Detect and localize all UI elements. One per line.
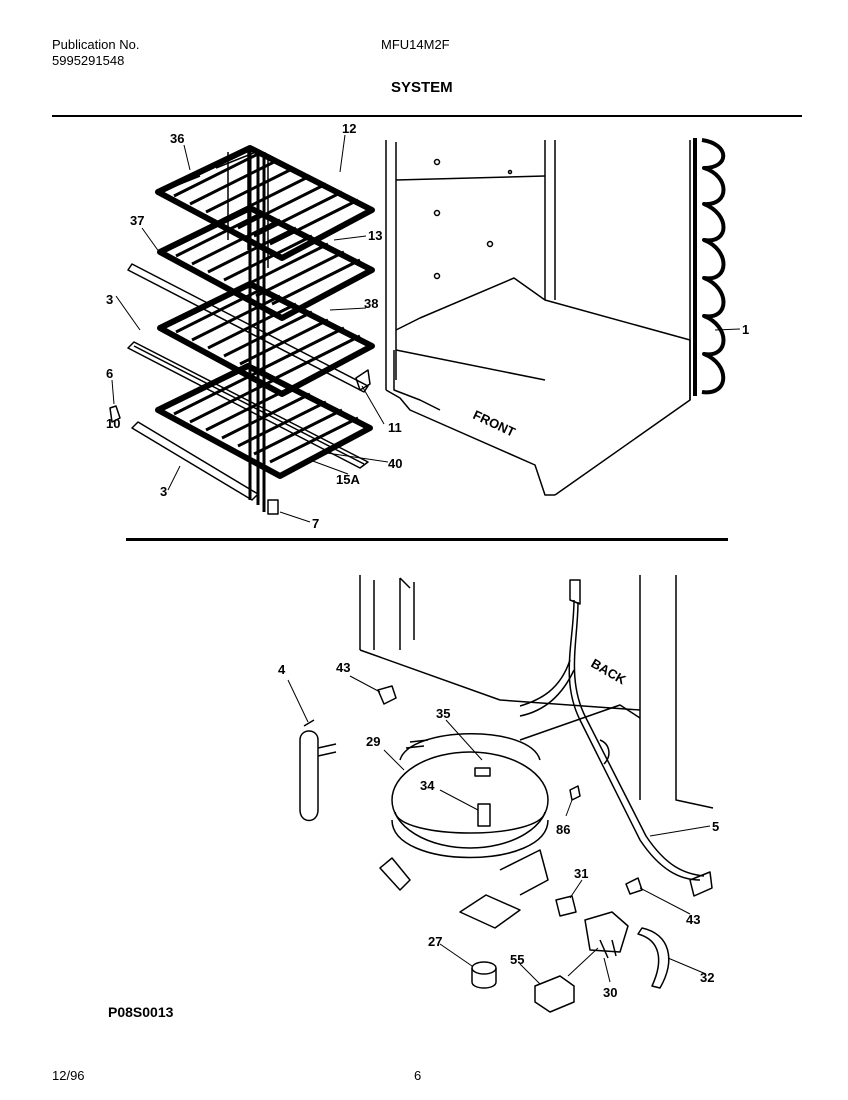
- callout-27: 27: [428, 934, 442, 949]
- callout-55: 55: [510, 952, 524, 967]
- callout-32: 32: [700, 970, 714, 985]
- callout-15a: 15A: [336, 472, 360, 487]
- callout-7: 7: [312, 516, 319, 531]
- evaporator-shelf-37: [157, 205, 375, 321]
- callout-35: 35: [436, 706, 450, 721]
- callout-5: 5: [712, 819, 719, 834]
- callout-40: 40: [388, 456, 402, 471]
- callout-13: 13: [368, 228, 382, 243]
- callout-10: 10: [106, 416, 120, 431]
- callout-1: 1: [742, 322, 749, 337]
- clip-11: [355, 369, 371, 391]
- diagram-code: P08S0013: [108, 1004, 174, 1020]
- clamp-32: [637, 927, 670, 989]
- callout-86: 86: [556, 822, 570, 837]
- callout-3-upper: 3: [106, 292, 113, 307]
- publication-number: 5995291548: [52, 53, 125, 68]
- section-divider: [126, 538, 728, 541]
- filter-drier-4: [299, 719, 337, 822]
- callout-43-left: 43: [336, 660, 350, 675]
- callout-38: 38: [364, 296, 378, 311]
- callout-43-right: 43: [686, 912, 700, 927]
- callout-11: 11: [388, 420, 402, 435]
- section-title: SYSTEM: [391, 79, 453, 96]
- condenser-coil: [693, 138, 726, 396]
- callout-3-lower: 3: [160, 484, 167, 499]
- grommet-27: [471, 961, 497, 989]
- publication-label: Publication No.: [52, 37, 140, 52]
- callout-30: 30: [603, 985, 617, 1000]
- power-cord: [519, 579, 713, 897]
- overload-30: [584, 911, 629, 959]
- footer-date: 12/96: [52, 1068, 85, 1083]
- compressor: [379, 733, 549, 929]
- bolt-35: [474, 767, 491, 777]
- callout-36: 36: [170, 131, 184, 146]
- clip-43-left: [377, 685, 397, 705]
- back-label: BACK: [589, 656, 630, 688]
- shelf-frame-tubes: [248, 148, 266, 512]
- cover-55: [534, 975, 575, 1013]
- callout-37: 37: [130, 213, 144, 228]
- callout-34: 34: [420, 778, 435, 793]
- callout-31: 31: [574, 866, 588, 881]
- callout-6: 6: [106, 366, 113, 381]
- shelf-trim-lower: [131, 421, 259, 501]
- relay-31: [555, 895, 577, 917]
- header-divider: [52, 115, 802, 117]
- screw-86: [569, 785, 581, 801]
- callout-12: 12: [342, 121, 356, 136]
- clip-43-right: [625, 877, 643, 895]
- front-label: FRONT: [471, 407, 518, 440]
- model-number: MFU14M2F: [381, 37, 450, 52]
- page-number: 6: [414, 1068, 422, 1083]
- leader-lines-upper: [111, 134, 741, 523]
- callout-29: 29: [366, 734, 380, 749]
- cabinet-liner: [385, 140, 691, 496]
- spacer-34: [477, 803, 491, 827]
- clip-6: [109, 405, 121, 423]
- clip-7: [267, 499, 279, 515]
- callout-4: 4: [278, 662, 286, 677]
- callout-numbers: 36 12 37 13 3 38 1 6 10 11 3 40 15A 7 4 …: [106, 121, 749, 1000]
- cabinet-back-outline: [359, 575, 714, 809]
- leader-lines-lower: [287, 675, 711, 985]
- shelf-trim-middle: [127, 341, 369, 469]
